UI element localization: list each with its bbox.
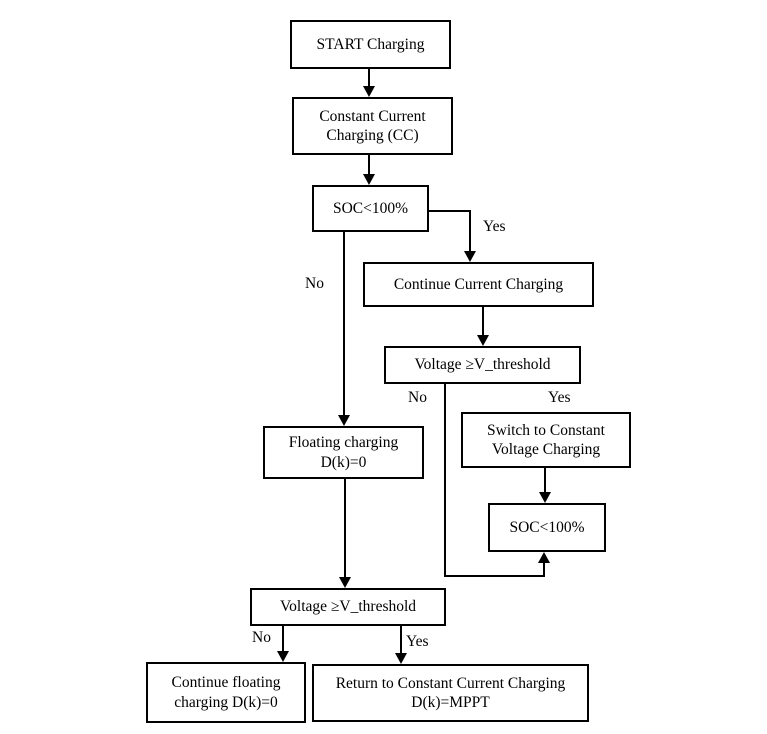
connector-floating-to-vth2 [344,479,346,579]
edge-label-vth2-no: No [252,629,271,646]
node-start-charging-label: START Charging [316,35,425,53]
node-floating-label-line2: D(k)=0 [320,453,367,471]
node-soc-check-1: SOC<100% [312,185,429,232]
arrowhead-down-icon [477,335,489,346]
node-return-constant-current: Return to Constant Current Charging D(k)… [312,664,589,722]
arrowhead-up-icon [538,552,550,563]
connector-vth1-no-horizontal [444,575,545,577]
connector-soc1-yes-horizontal [429,210,471,212]
edge-label-vth1-yes: Yes [548,389,571,406]
arrowhead-down-icon [363,86,375,97]
node-return-cc-label-line1: Return to Constant Current Charging [335,674,566,692]
node-return-cc-label-line2: D(k)=MPPT [411,694,490,711]
node-switch-cv-label-line2: Voltage Charging [491,441,601,458]
arrowhead-down-icon [277,651,289,662]
node-cc-label-line2: Charging (CC) [326,127,419,144]
node-soc-check-2-label: SOC<100% [509,518,585,536]
connector-start-to-cc [368,69,370,88]
connector-switchcv-to-soc2 [544,468,546,494]
connector-vth1-no-vertical [444,383,446,577]
node-voltage-threshold-2: Voltage ≥V_threshold [250,588,446,626]
node-soc-check-2: SOC<100% [488,503,606,552]
edge-label-soc1-yes: Yes [483,218,506,235]
node-continue-float-label-line2: charging D(k)=0 [174,693,278,711]
edge-label-vth1-no: No [408,389,427,406]
arrowhead-down-icon [339,577,351,588]
node-soc-check-1-label: SOC<100% [332,199,409,217]
connector-vth2-no [282,626,284,653]
node-continue-current-charging: Continue Current Charging [363,262,594,307]
arrowhead-down-icon [363,174,375,185]
connector-soc1-yes-vertical [469,210,471,252]
connector-vth2-yes [400,626,402,655]
edge-label-soc1-no: No [305,275,324,292]
node-continue-float-label-line1: Continue floating [171,674,281,692]
node-constant-current-charging: Constant Current Charging (CC) [292,97,453,155]
node-voltage-threshold-2-label: Voltage ≥V_threshold [279,598,417,616]
node-continue-cc-label: Continue Current Charging [393,275,564,293]
connector-soc1-no-vertical [343,232,345,417]
node-cc-label-line1: Constant Current [319,107,426,125]
node-start-charging: START Charging [290,20,451,69]
arrowhead-down-icon [539,492,551,503]
node-switch-constant-voltage: Switch to Constant Voltage Charging [461,412,631,468]
node-continue-floating-charging: Continue floating charging D(k)=0 [146,662,306,723]
node-switch-cv-label-line1: Switch to Constant [487,421,605,439]
arrowhead-down-icon [338,415,350,426]
connector-cc-to-soc1 [368,155,370,175]
connector-vth1-no-up [543,561,545,577]
arrowhead-down-icon [464,251,476,262]
node-floating-label-line1: Floating charging [288,434,399,452]
node-voltage-threshold-1: Voltage ≥V_threshold [384,346,581,384]
node-voltage-threshold-1-label: Voltage ≥V_threshold [414,356,551,374]
node-floating-charging: Floating charging D(k)=0 [263,426,424,479]
connector-continuecc-to-vth1 [482,307,484,337]
edge-label-vth2-yes: Yes [406,633,429,650]
arrowhead-down-icon [395,653,407,664]
